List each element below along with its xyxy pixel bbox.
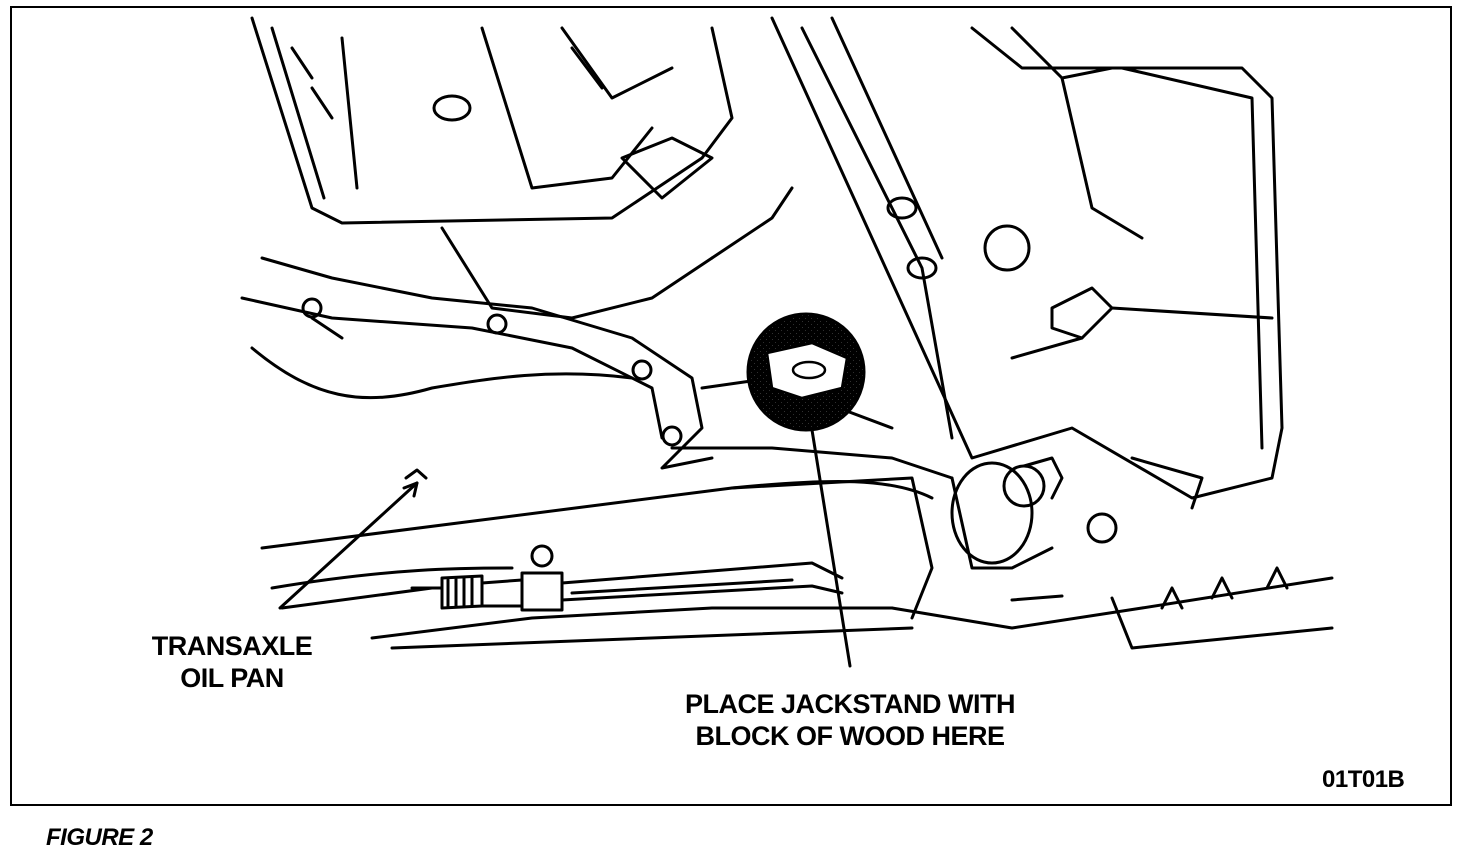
jackstand-callout-line2: BLOCK OF WOOD HERE: [695, 721, 1006, 751]
jackstand-target: [746, 312, 866, 432]
jackstand-callout: PLACE JACKSTAND WITH BLOCK OF WOOD HERE: [640, 688, 1060, 752]
upper-housing: [250, 16, 734, 225]
transaxle-underside-illustration: [240, 16, 1334, 668]
diagram-code: 01T01B: [1322, 766, 1405, 793]
lower-frame: [260, 476, 1334, 650]
jackstand-callout-line1: PLACE JACKSTAND WITH: [685, 689, 1016, 719]
engine-block: [770, 16, 1284, 544]
diagram-frame: TRANSAXLE OIL PAN PLACE JACKSTAND WITH B…: [10, 6, 1452, 806]
leader-lines: [278, 428, 852, 668]
fuel-line-fitting: [410, 544, 844, 612]
cross-member: [240, 186, 954, 480]
oil-pan-callout: TRANSAXLE OIL PAN: [132, 630, 332, 694]
figure-caption: FIGURE 2: [46, 824, 153, 851]
oil-pan-callout-line1: TRANSAXLE: [151, 631, 313, 661]
oil-pan-callout-line2: OIL PAN: [180, 663, 284, 693]
mount-bushing: [950, 456, 1064, 570]
